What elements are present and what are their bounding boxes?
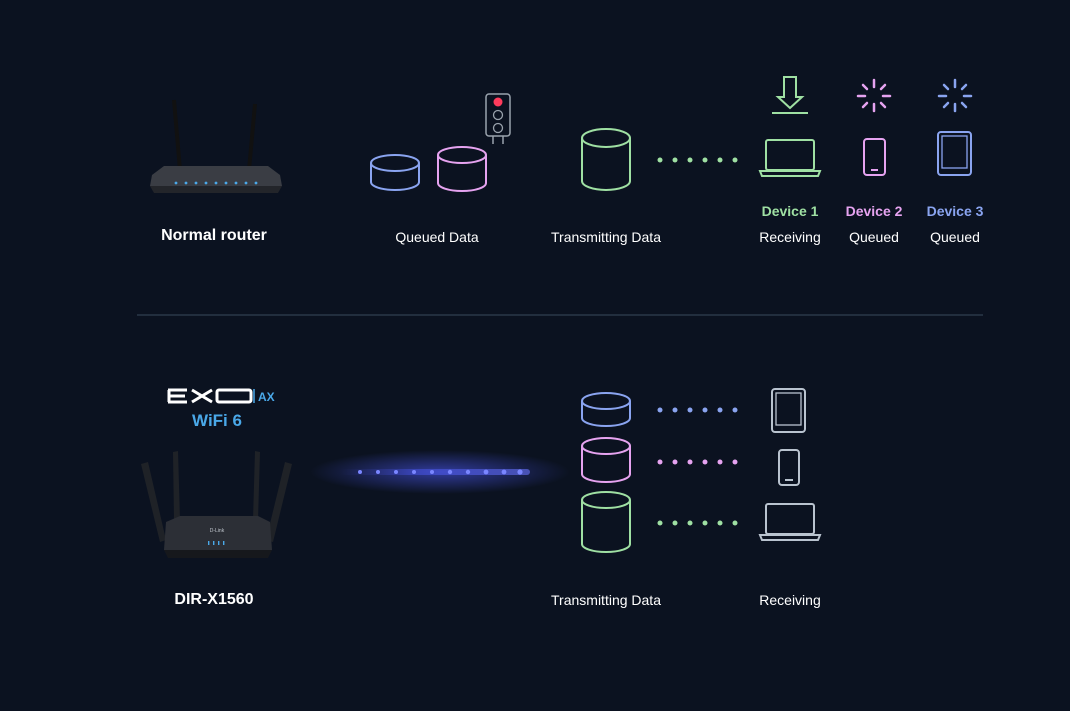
- device-1-name: Device 1: [761, 203, 819, 219]
- database-cylinder-icon: [370, 154, 420, 191]
- loading-spinner-icon: [937, 78, 973, 113]
- wifi-beam: [340, 469, 530, 475]
- database-cylinder-icon: [581, 491, 631, 553]
- database-cylinder-icon: [437, 146, 487, 192]
- laptop-icon: [758, 139, 822, 177]
- data-dots: [657, 520, 738, 526]
- wifi-beam-dots: [358, 469, 523, 475]
- wifi-router-icon: D-Link: [141, 451, 292, 558]
- data-dots: [657, 407, 738, 413]
- exo-logo-suffix: AX: [258, 390, 275, 404]
- laptop-icon: [758, 503, 822, 541]
- tablet-icon: [771, 388, 806, 433]
- data-dots: [657, 459, 738, 465]
- wifi6-label: WiFi 6: [192, 411, 242, 430]
- device-1-status: Receiving: [759, 229, 821, 245]
- traffic-light-icon: [485, 93, 511, 144]
- router-brand-mark: D-Link: [210, 528, 225, 534]
- loading-spinner-icon: [856, 78, 892, 113]
- tablet-icon: [937, 131, 972, 176]
- device-2-status: Queued: [849, 229, 899, 245]
- exo-router-label: DIR-X1560: [174, 591, 254, 608]
- device-3-status: Queued: [930, 229, 980, 245]
- exo-receiving-label: Receiving: [759, 592, 821, 608]
- download-arrow-icon: [772, 76, 808, 114]
- smartphone-icon: [778, 449, 800, 486]
- wifi-router-icon: [150, 99, 282, 193]
- exo-transmitting-label: Transmitting Data: [551, 592, 661, 608]
- database-cylinder-icon: [581, 437, 631, 483]
- device-3-name: Device 3: [926, 203, 984, 219]
- database-cylinder-icon: [581, 392, 631, 427]
- device-2-name: Device 2: [845, 203, 903, 219]
- data-dots: [657, 157, 738, 163]
- transmitting-data-label: Transmitting Data: [551, 229, 661, 245]
- normal-router-label: Normal router: [161, 227, 267, 244]
- database-cylinder-icon: [581, 128, 631, 191]
- exo-logo: [167, 388, 255, 404]
- smartphone-icon: [863, 138, 886, 176]
- queued-data-label: Queued Data: [395, 229, 479, 245]
